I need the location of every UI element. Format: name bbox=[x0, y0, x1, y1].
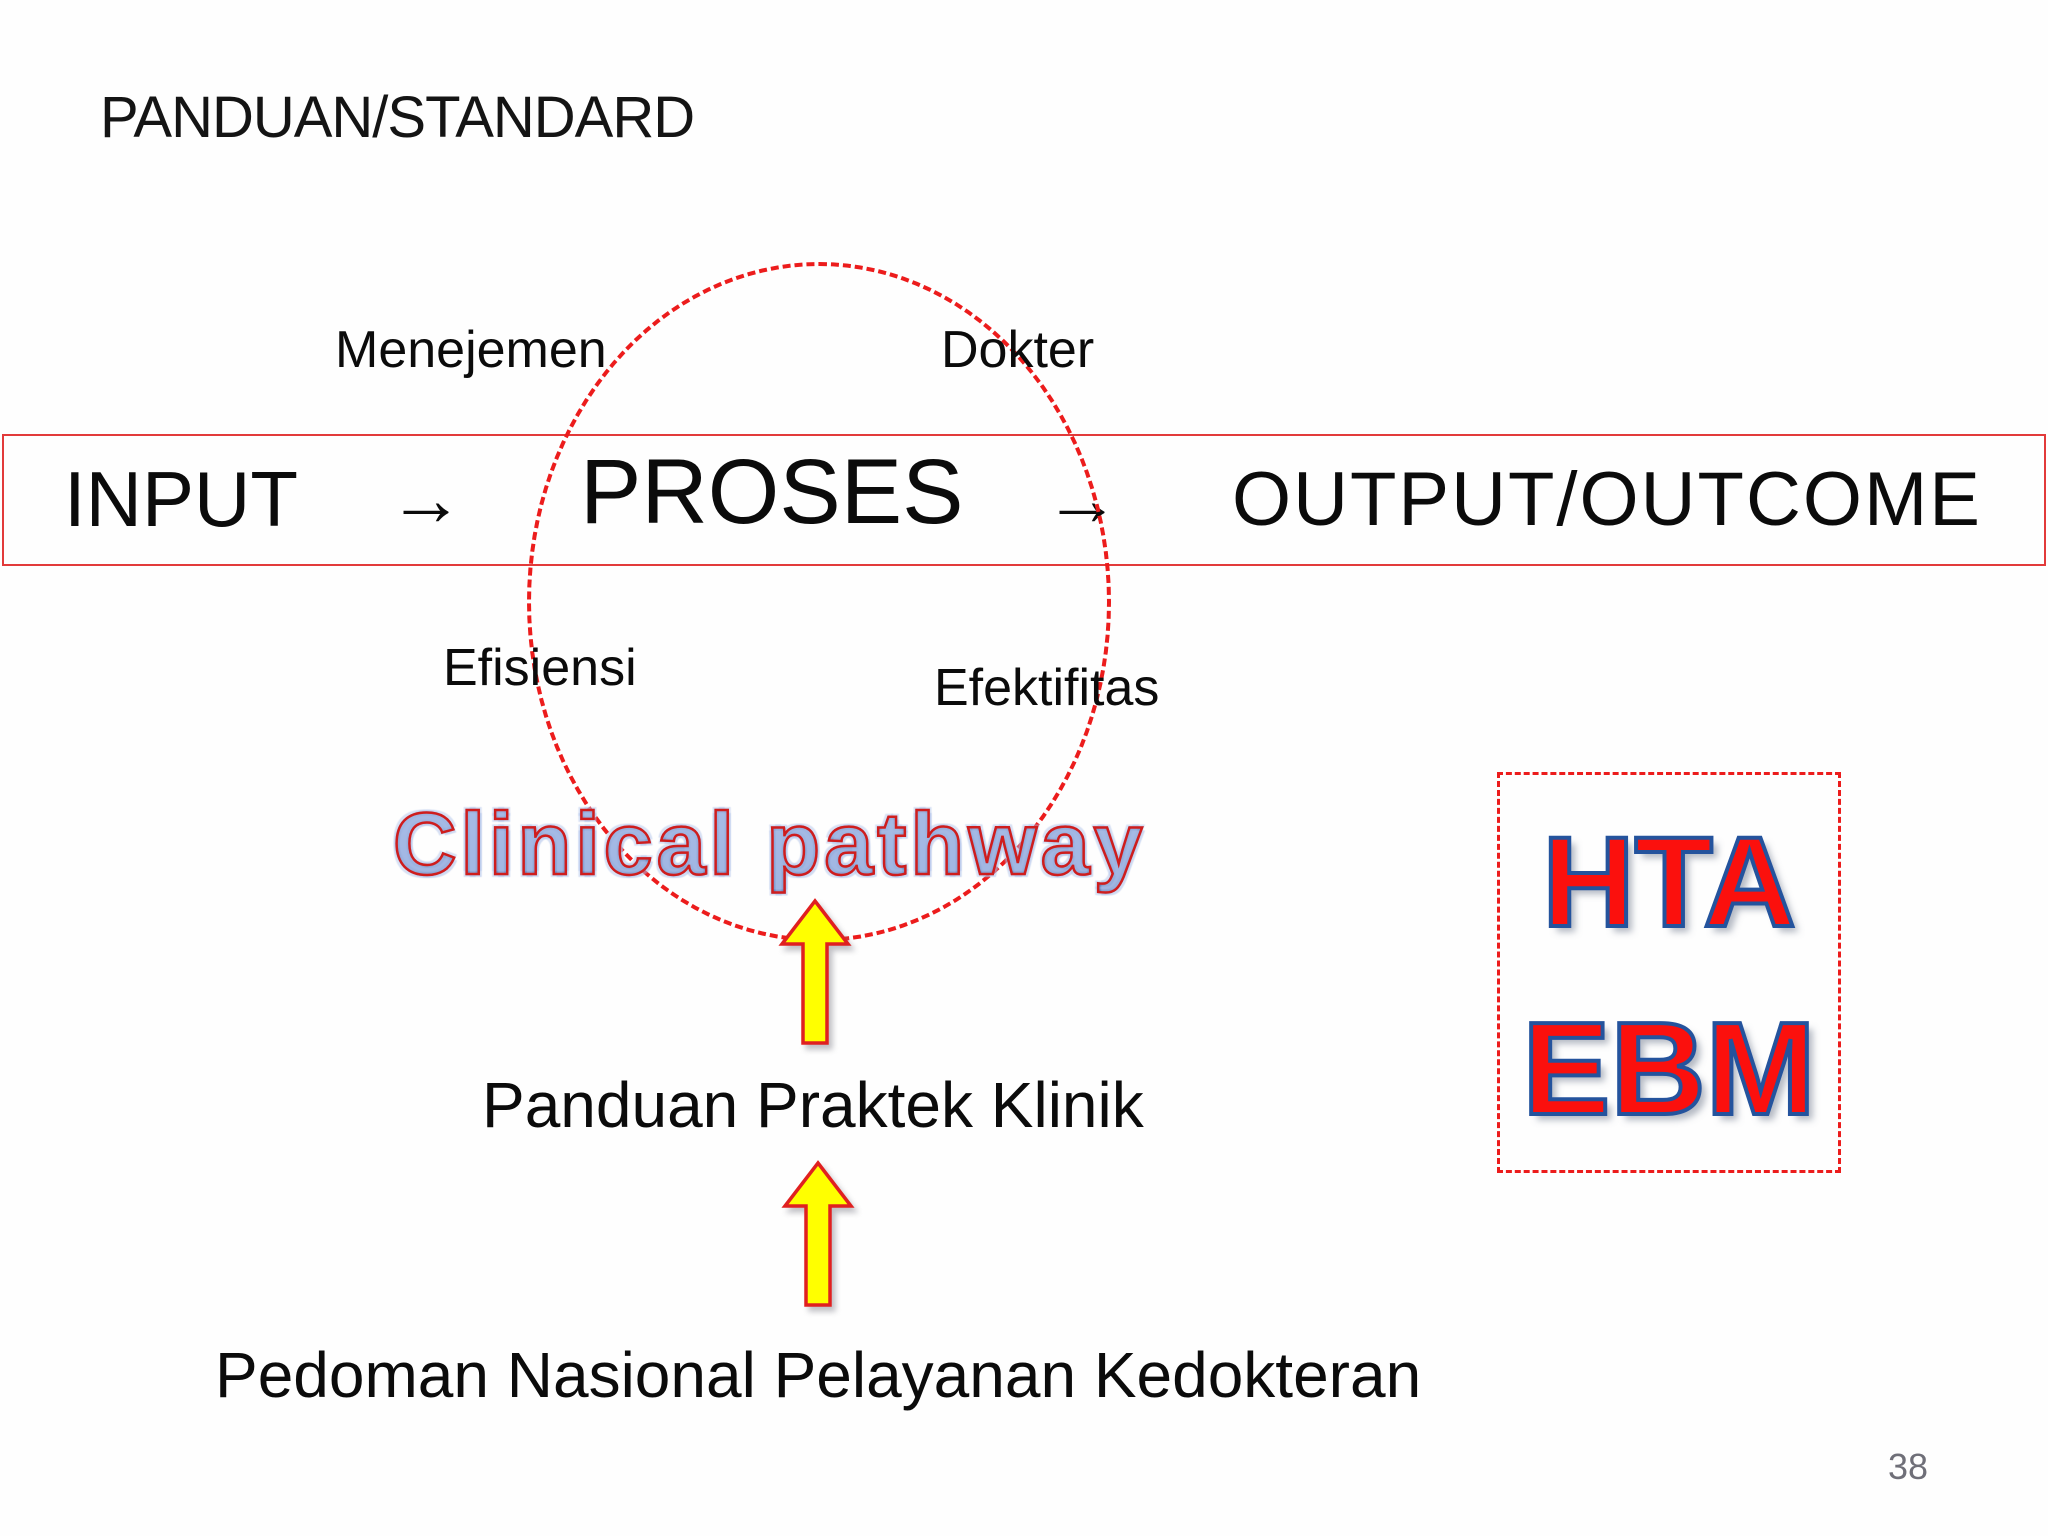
hta-ebm-box: HTA EBM bbox=[1497, 772, 1841, 1173]
pnpk-label: Pedoman Nasional Pelayanan Kedokteran bbox=[215, 1339, 1422, 1411]
page-number: 38 bbox=[1888, 1446, 1929, 1487]
hta-label: HTA bbox=[1540, 811, 1798, 954]
flow-input-label: INPUT bbox=[64, 455, 298, 543]
clinical-pathway-wordart: Clinical pathway bbox=[392, 793, 1147, 895]
page-title: PANDUAN/STANDARD bbox=[100, 85, 695, 150]
ppk-label: Panduan Praktek Klinik bbox=[482, 1069, 1144, 1141]
doctor-label: Dokter bbox=[941, 321, 1095, 379]
up-arrow-icon bbox=[778, 898, 852, 1045]
efficiency-label: Efisiensi bbox=[443, 639, 637, 697]
management-label: Menejemen bbox=[335, 321, 607, 379]
ebm-label: EBM bbox=[1520, 995, 1817, 1142]
flow-output-label: OUTPUT/OUTCOME bbox=[1232, 457, 1982, 542]
right-arrow-icon: → bbox=[388, 457, 464, 542]
effectiveness-label: Efektifitas bbox=[934, 659, 1160, 717]
up-arrow-icon bbox=[781, 1160, 855, 1307]
